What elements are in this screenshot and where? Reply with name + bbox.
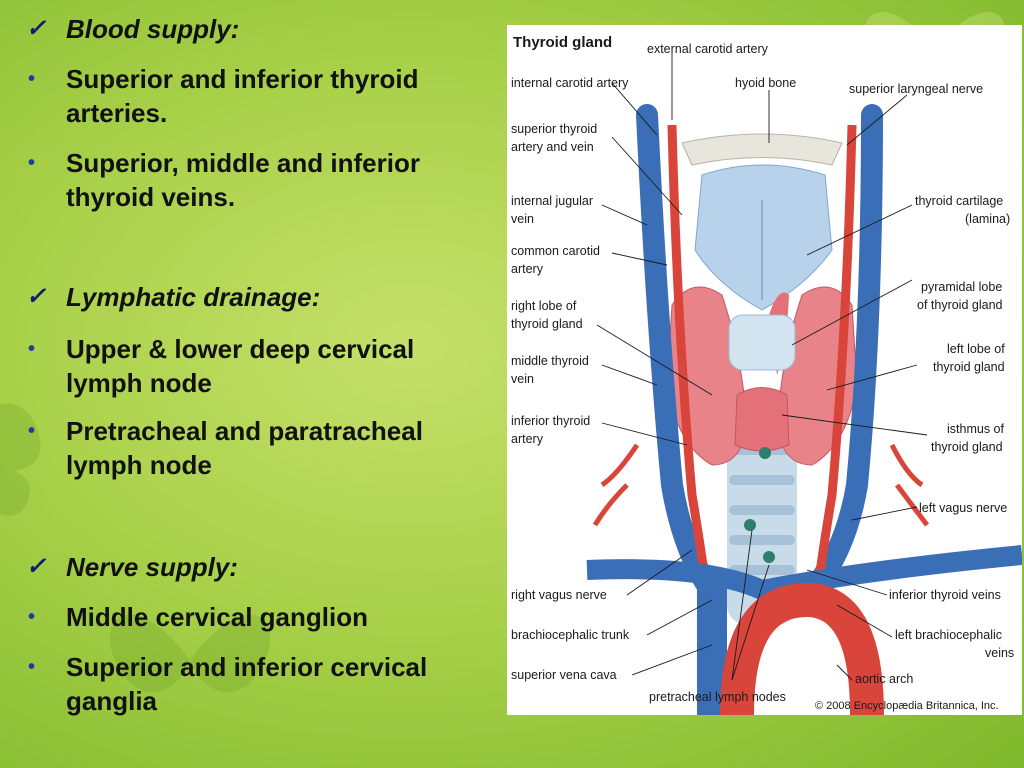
label-right-vagus-nerve: right vagus nerve bbox=[511, 588, 607, 602]
label-left-brachiocephalic-veins: left brachiocephalic bbox=[895, 628, 1002, 642]
bullet-icon: • bbox=[28, 68, 36, 90]
label-middle-thyroid-vein-2: vein bbox=[511, 372, 534, 386]
label-superior-thyroid-2: artery and vein bbox=[511, 140, 594, 154]
label-superior-vena-cava: superior vena cava bbox=[511, 668, 617, 682]
thyroid-cartilage bbox=[694, 164, 833, 311]
label-superior-laryngeal-nerve: superior laryngeal nerve bbox=[849, 82, 983, 96]
label-thyroid-cartilage-2: (lamina) bbox=[965, 212, 1010, 226]
label-pyramidal-lobe: pyramidal lobe bbox=[921, 280, 1002, 294]
label-internal-jugular-vein-2: vein bbox=[511, 212, 534, 226]
thyroid-anatomy-figure: Thyroid gland external carotid artery in… bbox=[507, 25, 1022, 715]
label-inferior-thyroid-veins: inferior thyroid veins bbox=[889, 588, 1001, 602]
label-right-lobe-2: thyroid gland bbox=[511, 317, 583, 331]
label-isthmus: isthmus of bbox=[947, 422, 1004, 436]
right-internal-jugular-vein bbox=[636, 104, 718, 596]
label-middle-thyroid-vein: middle thyroid bbox=[511, 354, 589, 368]
label-common-carotid-artery-2: artery bbox=[511, 262, 544, 276]
checkmark-icon: ✓ bbox=[26, 283, 47, 310]
label-superior-thyroid: superior thyroid bbox=[511, 122, 597, 136]
label-left-brachiocephalic-veins-2: veins bbox=[985, 646, 1014, 660]
left-internal-jugular-vein bbox=[806, 104, 883, 596]
left-common-carotid-artery bbox=[812, 124, 857, 596]
label-internal-jugular-vein: internal jugular bbox=[511, 194, 593, 208]
thyroid-illustration: Thyroid gland external carotid artery in… bbox=[511, 34, 1022, 715]
label-pyramidal-lobe-2: of thyroid gland bbox=[917, 298, 1003, 312]
label-left-lobe: left lobe of bbox=[947, 342, 1005, 356]
label-internal-carotid-artery: internal carotid artery bbox=[511, 76, 629, 90]
label-pretracheal-lymph-nodes: pretracheal lymph nodes bbox=[649, 690, 786, 704]
label-left-vagus-nerve: left vagus nerve bbox=[919, 501, 1007, 515]
label-thyroid-cartilage: thyroid cartilage bbox=[915, 194, 1003, 208]
checkmark-icon: ✓ bbox=[26, 553, 47, 580]
label-inferior-thyroid-artery-2: artery bbox=[511, 432, 544, 446]
label-brachiocephalic-trunk: brachiocephalic trunk bbox=[511, 628, 630, 642]
butterfly-decoration-bottom bbox=[109, 614, 271, 693]
label-hyoid-bone: hyoid bone bbox=[735, 76, 796, 90]
bullet-icon: • bbox=[28, 606, 36, 628]
thyroid-gland bbox=[666, 286, 858, 466]
bullet-icon: • bbox=[28, 420, 36, 442]
right-common-carotid-artery bbox=[667, 124, 712, 596]
label-right-lobe: right lobe of bbox=[511, 299, 577, 313]
label-left-lobe-2: thyroid gland bbox=[933, 360, 1005, 374]
checkmark-icon: ✓ bbox=[26, 15, 47, 42]
isthmus bbox=[734, 387, 790, 452]
bullet-icon: • bbox=[28, 338, 36, 360]
brachiocephalic-veins bbox=[586, 545, 1022, 601]
leader-lines bbox=[596, 52, 928, 681]
butterfly-decoration-left bbox=[0, 403, 41, 516]
aortic-arch bbox=[720, 582, 884, 715]
label-external-carotid-artery: external carotid artery bbox=[647, 42, 769, 56]
bullet-icon: • bbox=[28, 152, 36, 174]
label-isthmus-2: thyroid gland bbox=[931, 440, 1003, 454]
copyright-notice: © 2008 Encyclopædia Britannica, Inc. bbox=[815, 700, 999, 712]
hyoid-bone bbox=[681, 133, 843, 166]
label-common-carotid-artery: common carotid bbox=[511, 244, 600, 258]
label-inferior-thyroid-artery: inferior thyroid bbox=[511, 414, 590, 428]
bullet-icon: • bbox=[28, 656, 36, 678]
figure-title: Thyroid gland bbox=[513, 34, 612, 51]
label-aortic-arch: aortic arch bbox=[855, 672, 913, 686]
